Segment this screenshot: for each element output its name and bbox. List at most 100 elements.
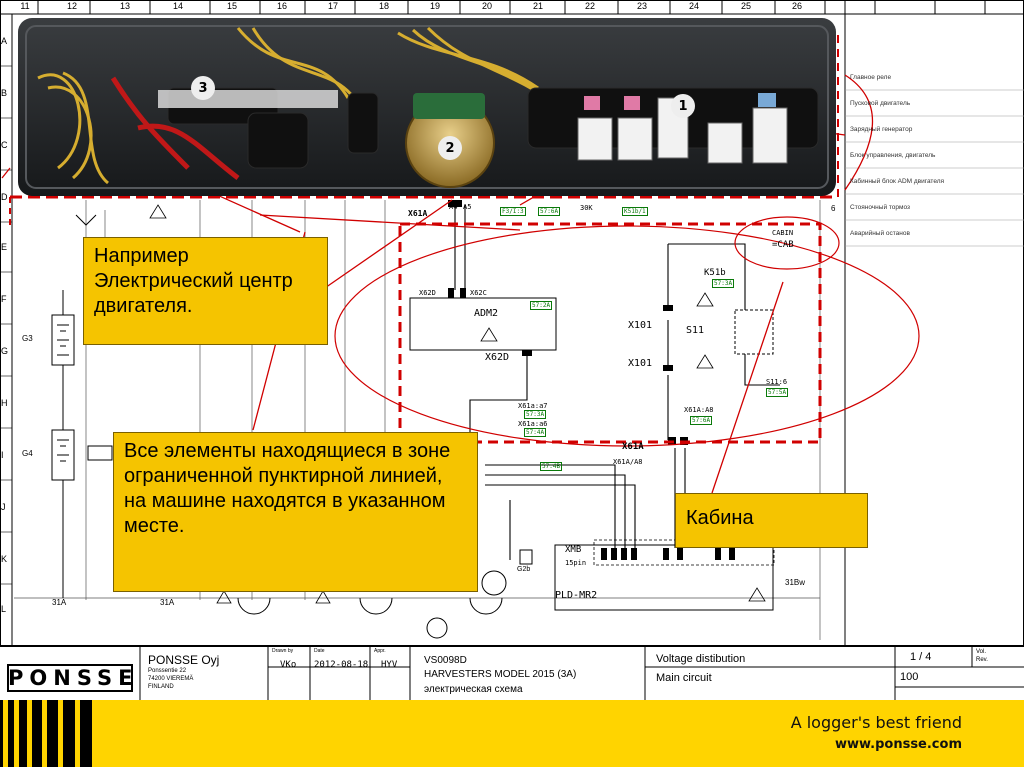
callout-dashed-zone: Все элементы находящиеся в зоне ограниче…	[113, 432, 478, 592]
ref-tag: 57:2A	[530, 301, 553, 310]
cabin-location: =CAB	[772, 240, 794, 250]
legend-item: Аварийный останов	[850, 230, 910, 237]
footer-stripes	[0, 700, 92, 767]
footer-url[interactable]: www.ponsse.com	[834, 737, 962, 752]
legend-item: Зарядный генератор	[850, 126, 913, 133]
ref-s11-6: S11:6	[766, 378, 788, 386]
ref-tag: 57:3A	[524, 410, 547, 419]
row-letter: E	[1, 242, 8, 252]
sheet-subtitle: Main circuit	[656, 672, 712, 684]
column-number: 23	[636, 1, 647, 11]
legend-item: Кабинный блок ADM двигателя	[850, 178, 945, 185]
row-letter: I	[1, 450, 4, 460]
component-g2b: G2b	[517, 566, 531, 573]
ref-tag: F3/I:3	[500, 207, 526, 216]
row-letter: A	[1, 36, 8, 46]
schematic-sheet: 11 12 13 14 15 16 17 18 19 20 21 22 23 2…	[0, 0, 1024, 646]
drawn-by-label: Drawn by	[272, 648, 294, 654]
column-number: 17	[327, 1, 338, 11]
ground-31a-left: 31A	[52, 598, 67, 607]
legend-item: Пусковой двигатель	[850, 100, 911, 107]
column-number: 24	[688, 1, 699, 11]
ref-tag: 57:4B	[540, 462, 563, 471]
row-letter: G	[1, 346, 9, 356]
company-address-line: 74200 VIEREMÄ	[148, 676, 194, 682]
ref-tag: 57:3A	[712, 279, 735, 288]
ground-31bw: 31Bw	[785, 578, 806, 587]
ref-tag: 57:6A	[690, 416, 713, 425]
pin-a4: A4	[449, 203, 458, 211]
ponsse-logo: PONSSE	[8, 666, 139, 690]
row-letter: D	[1, 192, 8, 202]
company-address-line: Ponssentie 22	[148, 668, 187, 674]
relay-k51b: K51b	[704, 268, 726, 278]
document-type: электрическая схема	[424, 684, 523, 695]
callout-engine-center: Например Электрический центр двигателя.	[83, 237, 328, 345]
sheet-title: Voltage distibution	[656, 653, 746, 665]
photo-marker-2: 2	[445, 141, 454, 156]
photo-marker-1: 1	[678, 99, 687, 114]
ground-31a: 31A	[160, 598, 175, 607]
row-letter: K	[1, 554, 8, 564]
company-name: PONSSE Oyj	[148, 653, 220, 667]
volume-label: Vol.	[976, 649, 987, 655]
sheet-number: 100	[900, 671, 919, 683]
connector-x101-top: X101	[628, 320, 653, 331]
column-number: 12	[66, 1, 77, 11]
switch-s11: S11	[686, 325, 705, 336]
ref-x61a-a8-left: X61A/A8	[613, 458, 643, 466]
title-block-grid	[7, 647, 1024, 701]
date-label: Date	[314, 648, 325, 654]
pin-a5: A5	[463, 203, 472, 211]
ref-x61a-a6: X61a:a6	[518, 420, 548, 428]
column-number: 26	[791, 1, 802, 11]
footer-band: A logger's best friend www.ponsse.com	[0, 700, 1024, 767]
revision-label: Rev.	[976, 657, 988, 663]
connector-pin-count: 15pin	[565, 559, 587, 567]
photo-illustration: 3 2 1	[18, 18, 836, 196]
legend-item: Главное реле	[850, 74, 892, 81]
ref-tag: K51b/1	[622, 207, 648, 216]
column-number: 13	[119, 1, 130, 11]
battery-g3: G3	[22, 334, 33, 343]
column-number: 14	[172, 1, 183, 11]
connector-x61a: X61A	[408, 209, 428, 218]
connector-x62c: X62C	[470, 289, 487, 297]
row-letter: B	[1, 88, 8, 98]
column-number: 18	[378, 1, 389, 11]
drawing-date: 2012-08-18	[314, 660, 369, 670]
battery-g4: G4	[22, 449, 33, 458]
column-number: 20	[481, 1, 492, 11]
ref-x61a-a7: X61a:a7	[518, 402, 548, 410]
row-letter: J	[1, 502, 6, 512]
company-address-line: FINLAND	[148, 684, 174, 690]
connector-xmb: XMB	[565, 545, 582, 555]
column-number: 22	[584, 1, 595, 11]
ref-x61a-a8-right: X61A:A8	[684, 406, 714, 414]
approved-label: Appr.	[374, 648, 386, 654]
legend-index: 6	[831, 204, 836, 213]
terminal-30k: 30K	[580, 204, 593, 212]
row-letter: H	[1, 398, 8, 408]
legend-item: Блок управления, двигатель	[850, 152, 936, 159]
connector-x101-bottom: X101	[628, 358, 653, 369]
column-number: 25	[740, 1, 751, 11]
column-number: 19	[429, 1, 440, 11]
approved-by: HYV	[381, 660, 398, 670]
column-number: 21	[532, 1, 543, 11]
photo-marker-3: 3	[198, 81, 207, 96]
column-number: 11	[20, 1, 30, 11]
footer-slogan: A logger's best friend	[790, 713, 962, 732]
row-letter: L	[1, 604, 7, 614]
document-id: VS0098D	[424, 655, 467, 666]
column-number: 15	[226, 1, 237, 11]
schematic-frame	[0, 0, 1024, 646]
module-adm2: ADM2	[474, 308, 499, 319]
ref-tag: 57:6A	[538, 207, 561, 216]
engine-electric-center-photo: 3 2 1	[18, 18, 836, 196]
ref-tag: 57:5A	[766, 388, 789, 397]
legend-item: Стояночный тормоз	[850, 204, 911, 211]
callout-cabin: Кабина	[675, 493, 868, 548]
row-letter: F	[1, 294, 7, 304]
module-pld-mr2: PLD-MR2	[555, 590, 598, 601]
